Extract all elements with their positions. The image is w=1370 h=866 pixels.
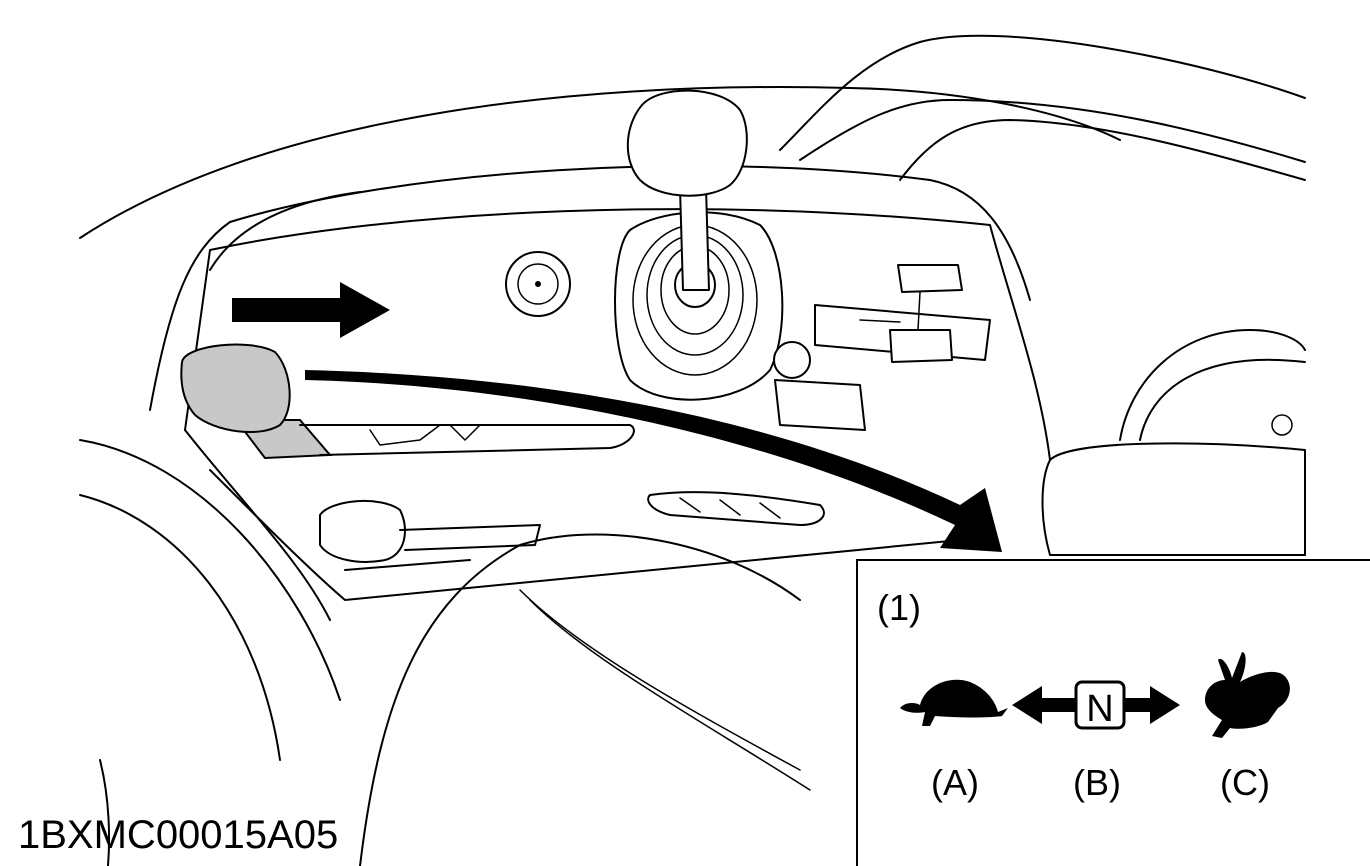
rabbit-icon	[1205, 652, 1290, 738]
callout-box: (1) N (A) (B) (C)	[856, 559, 1370, 866]
figure-code: 1BXMC00015A05	[18, 813, 338, 857]
curved-callout-arrow-icon	[305, 370, 1002, 552]
dash-knob	[505, 251, 571, 317]
turtle-icon	[900, 679, 1008, 726]
steering-wheel	[79, 439, 811, 866]
dashboard-panel	[184, 208, 1051, 621]
neutral-arrows-icon: N	[1012, 680, 1180, 730]
highlighted-range-lever	[180, 343, 333, 460]
callout-number: (1)	[877, 587, 921, 628]
position-label-a: (A)	[931, 762, 979, 803]
right-side-control	[1041, 329, 1306, 556]
main-shift-lever	[614, 89, 784, 401]
dash-switches	[773, 264, 991, 431]
lever-guide-slot	[299, 424, 635, 456]
position-label-c: (C)	[1220, 762, 1270, 803]
lower-lever	[319, 499, 541, 571]
position-label-b: (B)	[1073, 762, 1121, 803]
neutral-symbol: N	[1086, 688, 1113, 730]
lower-slot	[647, 491, 825, 526]
direction-arrow-icon	[232, 282, 390, 338]
cowl-outline	[79, 34, 1306, 411]
